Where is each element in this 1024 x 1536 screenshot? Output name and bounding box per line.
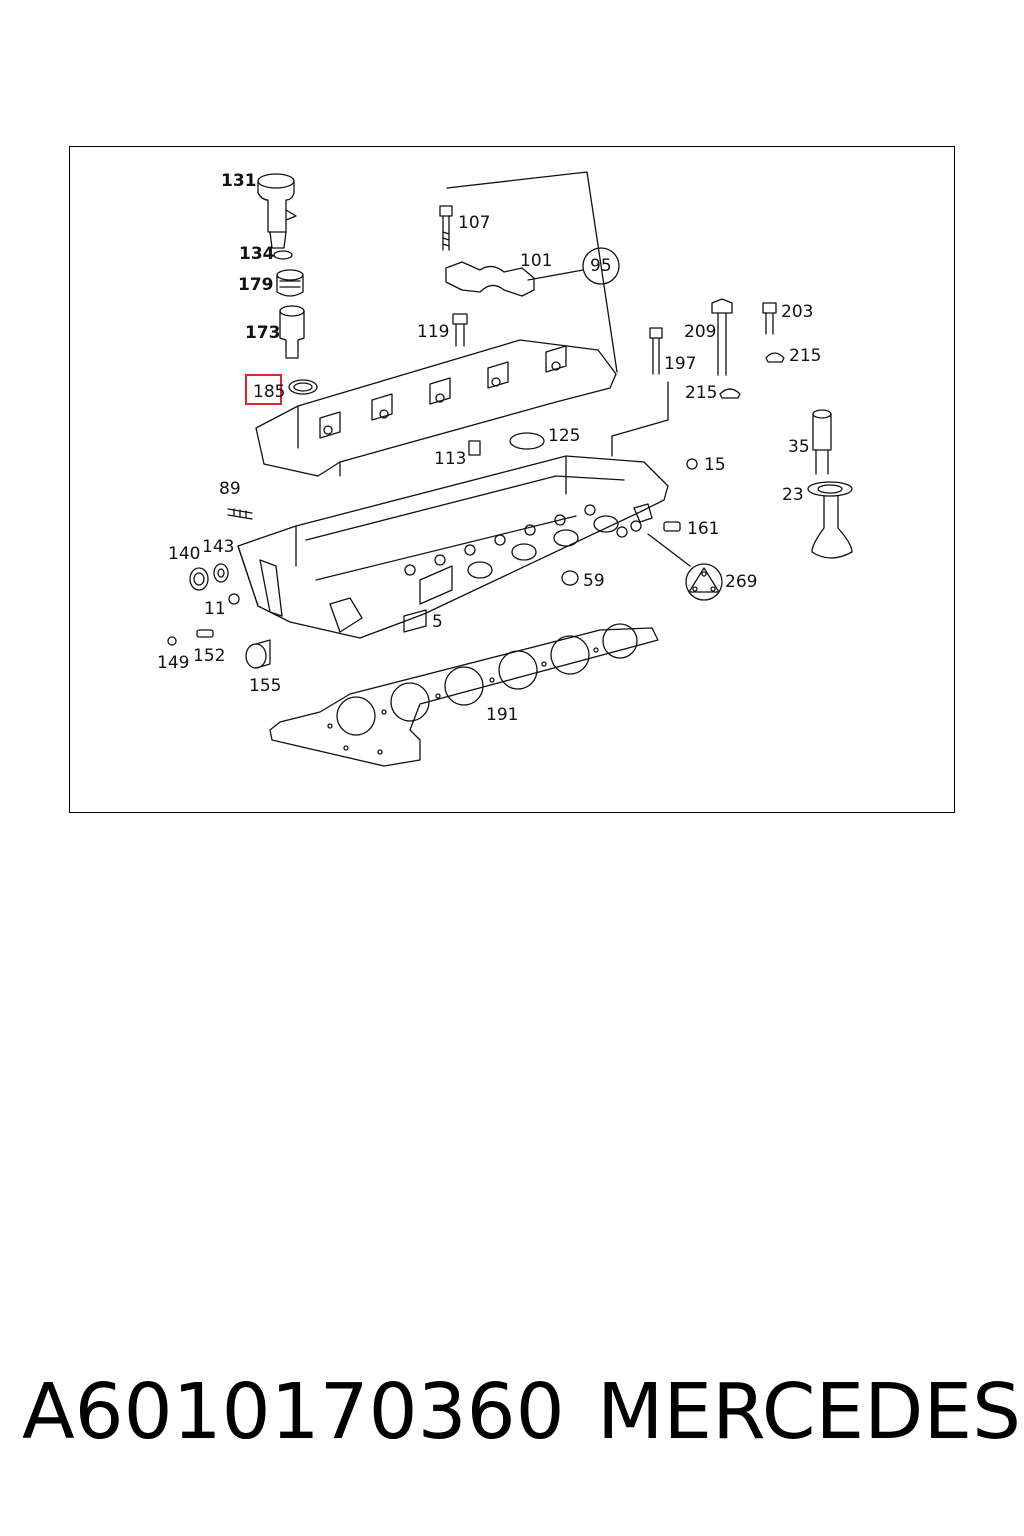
part-155-sleeve [245, 639, 271, 669]
diagram-frame [69, 146, 955, 813]
callout-11: 11 [204, 599, 226, 619]
callout-125: 125 [548, 426, 581, 446]
part-113-dowel [468, 440, 481, 456]
callout-143: 143 [202, 537, 235, 557]
callout-107: 107 [458, 213, 491, 233]
callout-101: 101 [520, 251, 553, 271]
part-35-valve-stem-seal [812, 409, 832, 475]
part-179-bushing [276, 269, 304, 297]
part-11-plug [228, 593, 240, 605]
callout-5: 5 [432, 612, 443, 632]
part-215a-clamp [765, 352, 785, 363]
callout-203: 203 [781, 302, 814, 322]
callout-197: 197 [664, 354, 697, 374]
callout-131: 131 [221, 171, 257, 191]
highlight-185 [245, 374, 282, 405]
part-143-seal [213, 563, 229, 583]
callout-59: 59 [583, 571, 605, 591]
callout-149: 149 [157, 653, 190, 673]
part-173-sleeve [279, 305, 305, 359]
group-leader-line [611, 419, 669, 457]
part-152-pin [196, 629, 214, 638]
brand-caption: MERCEDES [597, 1368, 1021, 1457]
part-125-oring [509, 432, 545, 450]
part-203-bolt [762, 302, 777, 335]
part-101-bearing-cap [445, 261, 535, 297]
part-119-bolt [452, 313, 468, 347]
part-161-plug [663, 521, 681, 532]
part-number-caption: A6010170360 [22, 1368, 565, 1457]
callout-134: 134 [239, 244, 275, 264]
part-197-bolt [649, 327, 663, 375]
part-191-head-gasket [269, 623, 659, 767]
callout-89: 89 [219, 479, 241, 499]
callout-269: 269 [725, 572, 758, 592]
part-107-bolt [439, 205, 453, 251]
callout-95: 95 [590, 256, 612, 276]
part-140-plug [189, 567, 209, 591]
callout-155: 155 [249, 676, 282, 696]
part-59-cap [561, 570, 579, 586]
part-209-bolt [711, 298, 733, 376]
callout-152: 152 [193, 646, 226, 666]
callout-15: 15 [704, 455, 726, 475]
leader-269 [647, 533, 691, 567]
part-185-ring [288, 379, 318, 395]
part-269-cover [685, 563, 723, 601]
callout-119: 119 [417, 322, 450, 342]
part-15-plug [686, 458, 698, 470]
callout-161: 161 [687, 519, 720, 539]
callout-173: 173 [245, 323, 281, 343]
callout-113: 113 [434, 449, 467, 469]
group-95-leader-lines [446, 171, 620, 373]
part-89-stud [227, 508, 253, 520]
callout-23: 23 [782, 485, 804, 505]
cylinder-head [237, 455, 669, 639]
callout-215b: 215 [685, 383, 718, 403]
callout-179: 179 [238, 275, 274, 295]
callout-215a: 215 [789, 346, 822, 366]
callout-209: 209 [684, 322, 717, 342]
callout-191: 191 [486, 705, 519, 725]
part-131-fitting [257, 173, 297, 249]
part-215b-clamp [719, 388, 741, 399]
part-134-oring [273, 250, 293, 260]
callout-185: 185 [253, 382, 286, 402]
camshaft-carrier [255, 339, 617, 477]
callout-140: 140 [168, 544, 201, 564]
callout-35: 35 [788, 437, 810, 457]
part-23-valve [807, 481, 853, 559]
part-149-ball [167, 636, 177, 646]
